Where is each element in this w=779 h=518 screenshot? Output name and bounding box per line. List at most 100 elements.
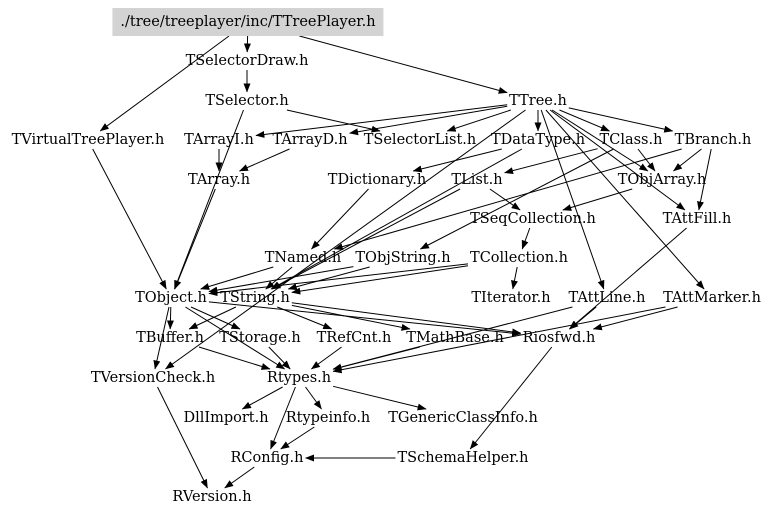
edge-rtypeinfo-to-rconfig bbox=[280, 426, 315, 450]
edge-ttree-to-attline bbox=[540, 109, 605, 290]
edge-ttree-to-arrayd bbox=[349, 105, 508, 136]
edge-ttree-to-versioncheck bbox=[165, 109, 526, 370]
node-tattmarker[interactable]: TAttMarker.h bbox=[663, 290, 761, 306]
node-trefcnt[interactable]: TRefCnt.h bbox=[316, 330, 392, 346]
node-rtypes[interactable]: Rtypes.h bbox=[266, 370, 332, 386]
edge-collection-to-iterator bbox=[511, 266, 518, 290]
edge-datatype-to-tstring bbox=[270, 148, 523, 290]
node-dllimport[interactable]: DllImport.h bbox=[183, 410, 269, 426]
edge-tlist-to-seqcollection bbox=[489, 188, 521, 211]
edge-virtualtreeplayer-to-tobject bbox=[92, 148, 167, 290]
edge-tclass-to-objstring bbox=[419, 148, 614, 250]
edge-mathbase-to-rtypes bbox=[332, 346, 421, 371]
node-tseqcollection[interactable]: TSeqCollection.h bbox=[470, 211, 596, 227]
node-titerator[interactable]: TIterator.h bbox=[471, 290, 551, 306]
edge-objstring-to-tstring bbox=[287, 266, 370, 291]
edge-tstring-to-riosfwd bbox=[291, 302, 522, 336]
node-tclass[interactable]: TClass.h bbox=[599, 132, 663, 148]
edge-tobject-to-rtypes bbox=[185, 306, 286, 370]
node-tmathbase[interactable]: TMathBase.h bbox=[406, 330, 504, 346]
edge-tstring-to-mathbase bbox=[291, 304, 411, 331]
edge-arrayd-to-tarray bbox=[239, 148, 290, 172]
edge-root-to-virtualtreeplayer bbox=[99, 35, 230, 132]
edge-tarray-to-tobject bbox=[174, 188, 216, 290]
edge-ttree-to-objarray bbox=[551, 109, 649, 172]
edge-named-to-tobject bbox=[200, 266, 274, 290]
edge-branch-to-attfill bbox=[697, 148, 712, 211]
edge-tobject-to-storage bbox=[190, 306, 241, 330]
edge-dictionary-to-named bbox=[311, 188, 369, 250]
edge-root-to-ttree bbox=[299, 35, 508, 94]
edge-storage-to-rtypes bbox=[268, 346, 291, 370]
edge-selector-to-selectorlist bbox=[286, 109, 381, 133]
edge-branch-to-objarray bbox=[673, 148, 702, 172]
edge-attline-to-riosfwd bbox=[569, 306, 597, 330]
edge-tobject-to-riosfwd bbox=[208, 301, 522, 337]
node-tdictionary[interactable]: TDictionary.h bbox=[327, 172, 427, 188]
node-tcollection[interactable]: TCollection.h bbox=[470, 250, 568, 266]
node-tobjarray[interactable]: TObjArray.h bbox=[617, 172, 707, 188]
edge-buffer-to-rtypes bbox=[198, 346, 271, 370]
edge-rtypes-to-dllimport bbox=[241, 386, 283, 410]
edge-attmarker-to-rtypes bbox=[332, 306, 666, 374]
edge-tstring-to-refcnt bbox=[277, 306, 333, 330]
edge-rtypes-to-rtypeinfo bbox=[305, 386, 322, 410]
edge-tstring-to-buffer bbox=[188, 306, 237, 330]
edge-ttree-to-selectorlist bbox=[446, 109, 511, 132]
node-tbranch[interactable]: TBranch.h bbox=[674, 132, 752, 148]
node-tarray[interactable]: TArray.h bbox=[187, 172, 251, 188]
node-tobjstring[interactable]: TObjString.h bbox=[355, 250, 451, 266]
edge-attmarker-to-riosfwd bbox=[592, 306, 678, 331]
node-tdatatype[interactable]: TDataType.h bbox=[490, 132, 586, 148]
node-tattline[interactable]: TAttLine.h bbox=[568, 290, 646, 306]
edge-versioncheck-to-rversion bbox=[157, 386, 208, 489]
edge-ttree-to-branch bbox=[568, 107, 674, 133]
node-riosfwd[interactable]: Riosfwd.h bbox=[522, 330, 596, 346]
edge-riosfwd-to-schemahelper bbox=[469, 346, 553, 450]
node-tschemahelper[interactable]: TSchemaHelper.h bbox=[397, 450, 529, 466]
edge-named-to-tstring bbox=[265, 266, 293, 290]
node-tattfill[interactable]: TAttFill.h bbox=[662, 211, 732, 227]
edge-ttree-to-tclass bbox=[559, 109, 610, 132]
edge-datatype-to-dictionary bbox=[412, 148, 502, 173]
edge-tobject-to-buffer bbox=[166, 306, 174, 330]
edge-ttree-to-arrayi bbox=[255, 104, 508, 138]
edge-tobject-to-versioncheck bbox=[153, 306, 170, 370]
node-tstring[interactable]: TString.h bbox=[220, 290, 290, 306]
node-rconfig[interactable]: RConfig.h bbox=[230, 450, 304, 466]
edge-branch-to-named bbox=[333, 148, 682, 251]
node-tversioncheck[interactable]: TVersionCheck.h bbox=[90, 370, 216, 386]
node-tstorage[interactable]: TStorage.h bbox=[219, 330, 301, 346]
edge-collection-to-tstring bbox=[291, 265, 469, 295]
node-tselectorlist[interactable]: TSelectorList.h bbox=[363, 132, 477, 148]
edge-rconfig-to-rversion bbox=[224, 466, 255, 489]
node-ttree[interactable]: TTree.h bbox=[509, 93, 567, 109]
edge-ttree-to-attfill bbox=[549, 109, 686, 211]
edge-tclass-to-tlist bbox=[504, 148, 598, 175]
node-tarrayd[interactable]: TArrayD.h bbox=[272, 132, 348, 148]
node-tselectordraw[interactable]: TSelectorDraw.h bbox=[185, 53, 309, 69]
edge-refcnt-to-rtypes bbox=[310, 346, 342, 370]
edge-objarray-to-seqcollection bbox=[562, 188, 633, 211]
node-tobject[interactable]: TObject.h bbox=[135, 290, 207, 306]
node-tselector[interactable]: TSelector.h bbox=[205, 93, 289, 109]
root-node-ttreeplayer[interactable]: ./tree/treeplayer/inc/TTreePlayer.h bbox=[112, 8, 384, 36]
node-tgenericclassinfo[interactable]: TGenericClassInfo.h bbox=[388, 410, 538, 426]
node-rtypeinfo[interactable]: Rtypeinfo.h bbox=[285, 410, 371, 426]
node-tnamed[interactable]: TNamed.h bbox=[264, 250, 342, 266]
edge-ttree-to-attmarker bbox=[545, 109, 705, 290]
edge-rtypes-to-genericclassinfo bbox=[332, 385, 427, 411]
node-tlist[interactable]: TList.h bbox=[451, 172, 503, 188]
edge-attfill-to-riosfwd bbox=[569, 227, 687, 330]
edge-objstring-to-tobject bbox=[208, 266, 354, 294]
edge-tlist-to-tstring bbox=[271, 188, 461, 290]
node-tvirtualtreeplayer[interactable]: TVirtualTreePlayer.h bbox=[11, 132, 165, 148]
node-rversion[interactable]: RVersion.h bbox=[172, 489, 252, 505]
edge-collection-to-tobject bbox=[208, 263, 469, 297]
edge-selector-to-tobject bbox=[174, 109, 244, 290]
node-tbuffer[interactable]: TBuffer.h bbox=[136, 330, 204, 346]
node-tarrayi[interactable]: TArrayI.h bbox=[184, 132, 254, 148]
edge-tclass-to-objarray bbox=[637, 148, 656, 172]
